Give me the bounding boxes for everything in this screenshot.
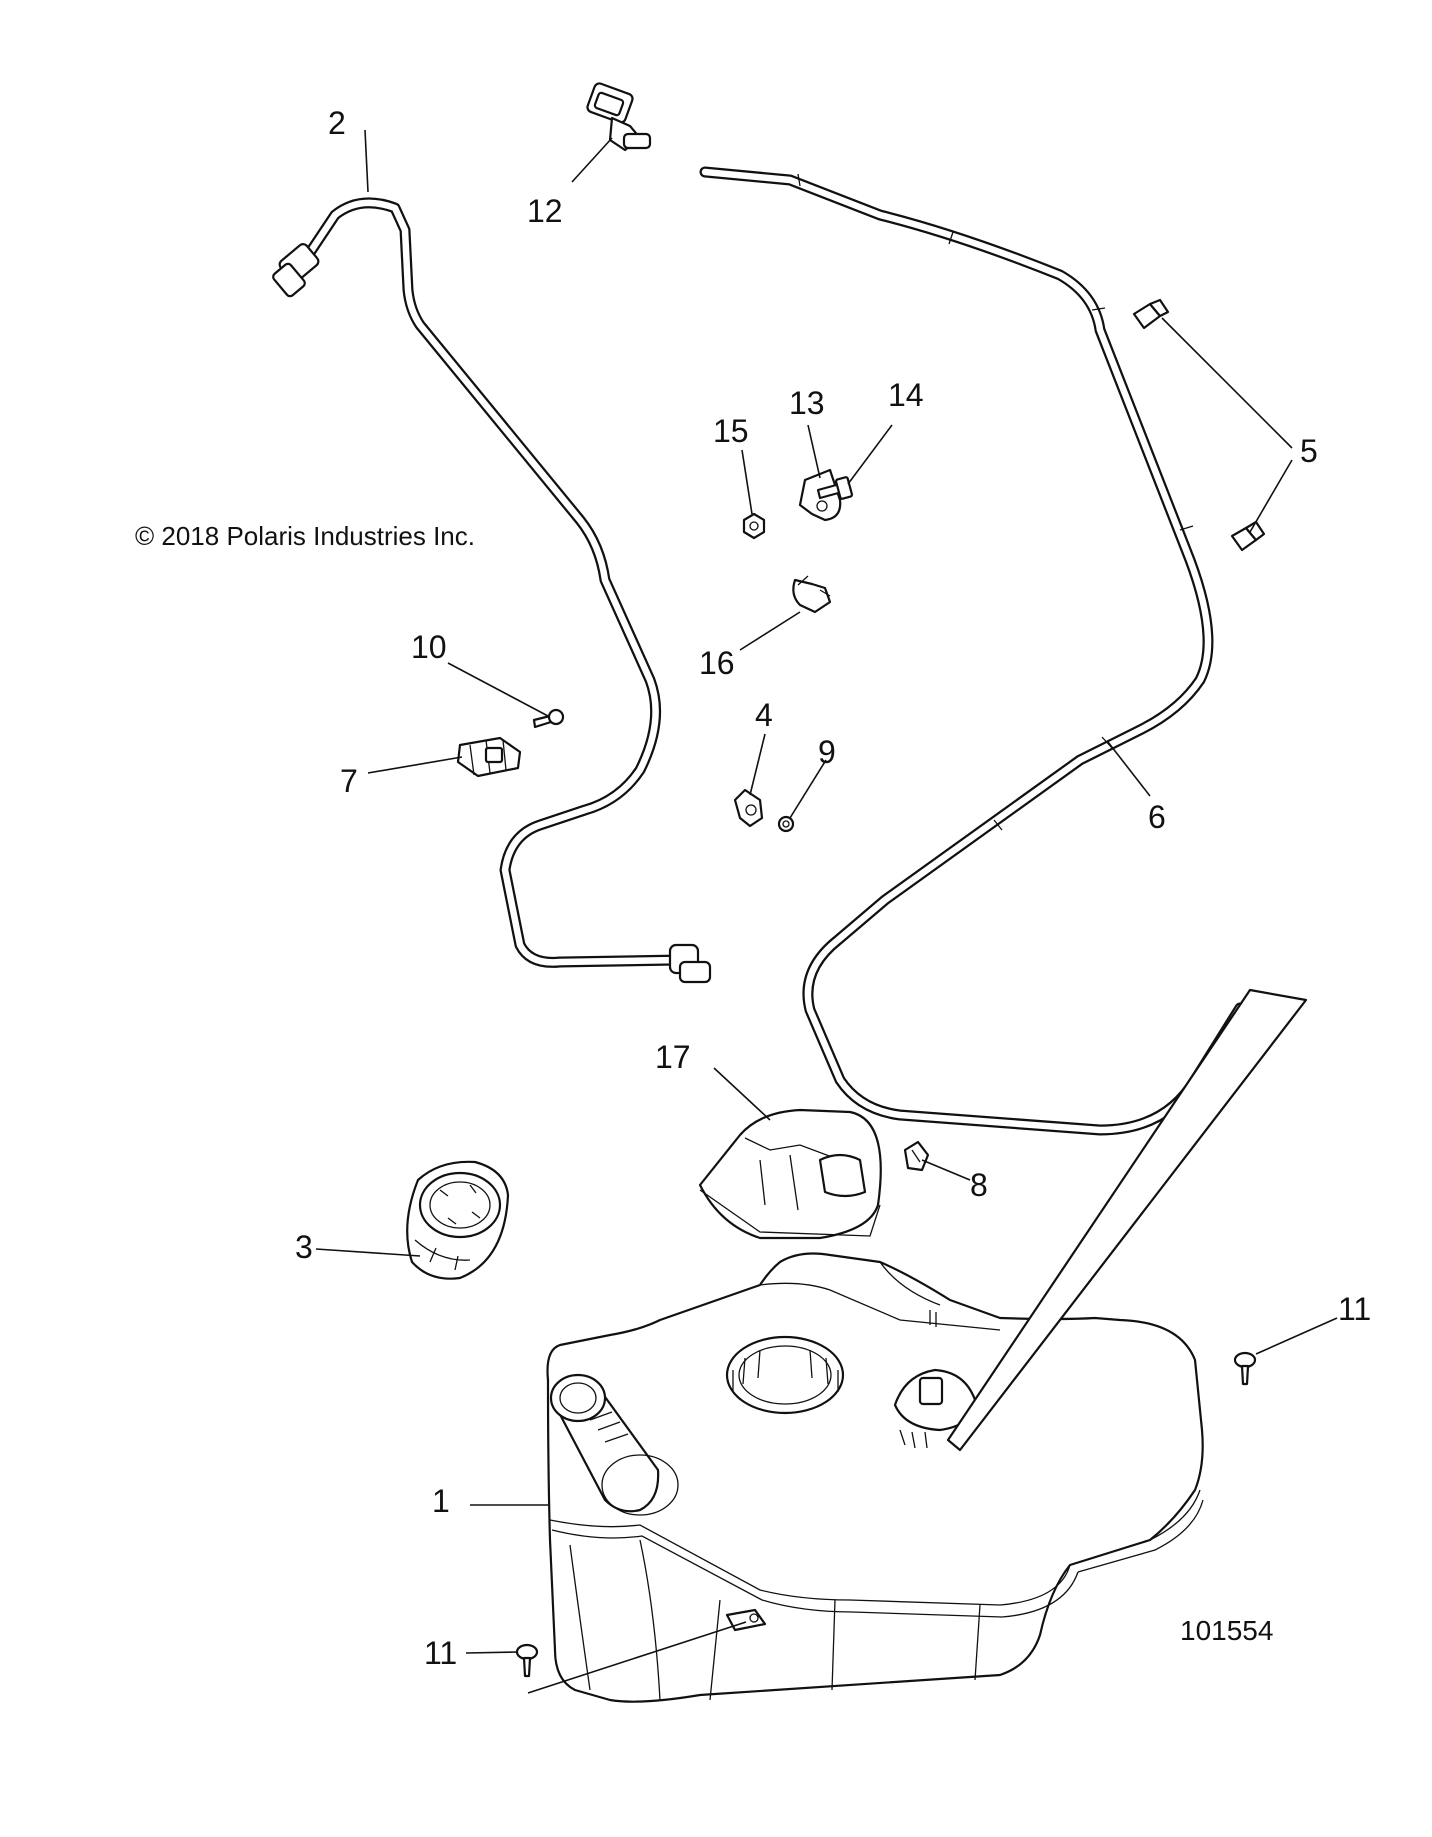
callout-10: 10	[411, 629, 447, 665]
clip-5-upper	[1132, 298, 1170, 330]
nut-15	[742, 512, 766, 540]
copyright-notice: © 2018 Polaris Industries Inc.	[135, 521, 475, 551]
cover-17	[698, 1108, 882, 1240]
screw-9	[777, 815, 795, 833]
callout-3: 3	[295, 1229, 313, 1265]
clip-5-lower	[1230, 520, 1266, 552]
callout-15: 15	[713, 413, 749, 449]
screw-11-right	[1233, 1351, 1257, 1386]
callout-16: 16	[699, 645, 735, 681]
callout-12: 12	[527, 193, 563, 229]
document-number: 101554	[1180, 1615, 1273, 1646]
callout-13: 13	[789, 385, 825, 421]
fuel-tank-1	[546, 988, 1308, 1703]
callout-11-bottom: 11	[424, 1635, 457, 1671]
vent-hose-2	[272, 197, 712, 984]
callout-6: 6	[1148, 799, 1166, 835]
callout-5: 5	[1300, 433, 1318, 469]
callout-7: 7	[340, 763, 358, 799]
callout-17: 17	[655, 1039, 691, 1075]
leader-lines	[315, 129, 1338, 1694]
callout-4: 4	[755, 697, 773, 733]
clip-8	[903, 1140, 930, 1172]
bracket-7	[456, 736, 522, 778]
vent-valve-12	[586, 82, 652, 152]
fuel-pump-ring	[725, 1335, 845, 1415]
bolt-14	[816, 476, 854, 500]
screw-11-bottom	[515, 1643, 539, 1678]
vent-valve-fitting	[893, 1310, 977, 1449]
screw-10	[532, 708, 565, 729]
filler-neck	[549, 1373, 679, 1516]
callout-14: 14	[888, 377, 924, 413]
callout-11-right: 11	[1338, 1291, 1371, 1327]
sheet-bracket	[946, 988, 1308, 1452]
fuel-cap-3	[406, 1160, 510, 1280]
clip-16	[792, 575, 832, 614]
vent-line-6	[699, 166, 1246, 1138]
hose-connector-top	[272, 243, 320, 298]
callout-1: 1	[432, 1483, 450, 1519]
clamp-4	[733, 788, 764, 828]
callout-9: 9	[818, 734, 836, 770]
callout-2: 2	[328, 105, 346, 141]
callout-labels: 2 12 3 4 5 6 7 8 9 10 11 11 13 14 15 16 …	[295, 105, 1371, 1671]
callout-8: 8	[970, 1167, 988, 1203]
hose-connector-bottom	[668, 943, 712, 984]
